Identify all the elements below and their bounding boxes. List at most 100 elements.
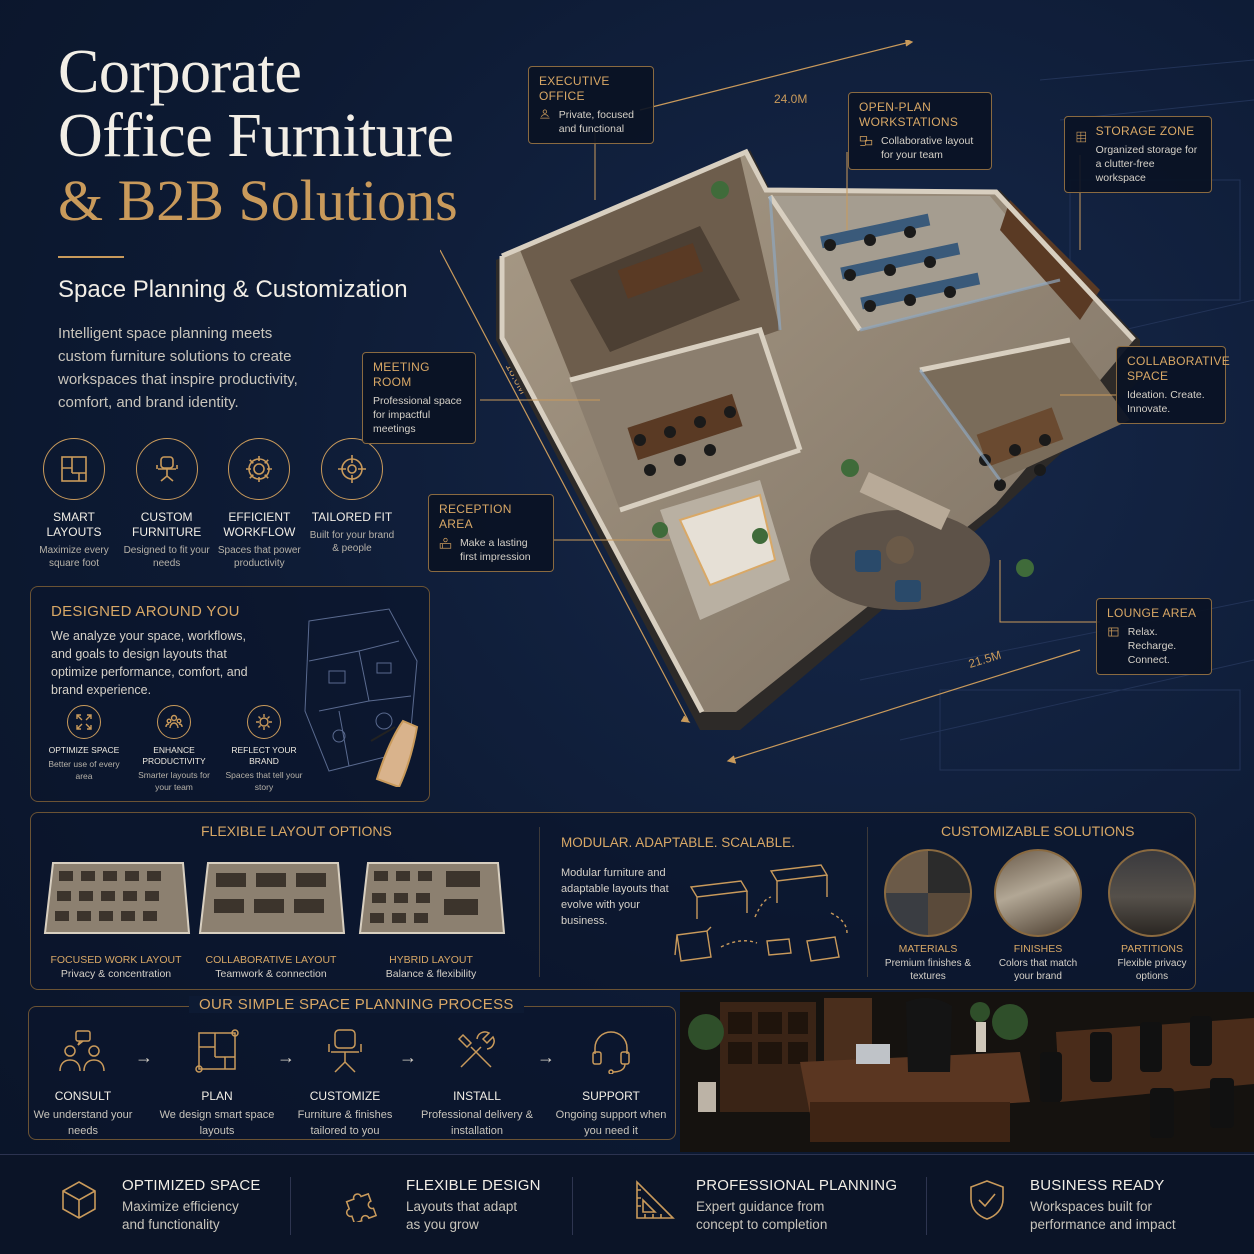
shield-check-icon [964,1177,1010,1223]
feature-title: SMART LAYOUTS [46,510,102,539]
chair-icon [285,1027,405,1075]
layout-icon [43,438,105,500]
designed-title: DESIGNED AROUND YOU [51,603,240,620]
feature-desc: Designed to fit your needs [123,545,210,569]
layout-desc: Privacy & concentration [60,968,172,980]
gear-icon [228,438,291,500]
designed-item-title: ENHANCE PRODUCTIVITY [142,745,206,766]
layout-title: FOCUSED WORK LAYOUT [50,954,182,966]
callout-desc: Ideation. Create. Innovate. [1127,389,1205,415]
page-title-line2: Office Furniture [58,102,454,170]
layout-title: HYBRID LAYOUT [389,954,473,966]
footer-item-flexible-design: FLEXIBLE DESIGN Layouts that adapt as yo… [340,1177,541,1234]
callout-desc: Private, focused and functional [558,109,635,135]
step-title: PLAN [201,1089,233,1103]
modular-title: MODULAR. ADAPTABLE. SCALABLE. [561,835,795,850]
process-panel: OUR SIMPLE SPACE PLANNING PROCESS CONSUL… [28,996,676,1140]
layout-title: COLLABORATIVE LAYOUT [205,954,337,966]
intro-text: Intelligent space planning meets custom … [58,325,298,411]
custom-item-title: FINISHES [1013,943,1063,955]
custom-finishes: FINISHES Colors that match your brand [993,849,1083,983]
footer-divider [926,1177,927,1235]
callout-desc: Relax. Recharge. Connect. [1127,626,1177,666]
callout-desc: Collaborative layout for your team [881,135,974,161]
callout-meeting-room: MEETING ROOM Professional space for impa… [362,352,476,444]
workstation-icon [859,136,873,146]
footer-title: FLEXIBLE DESIGN [406,1177,541,1194]
process-step-consult: CONSULT We understand your needs [23,1027,143,1139]
person-desk-icon [540,109,550,119]
chair-icon [135,438,198,500]
arrow-right-icon: → [399,1047,417,1067]
layouts-title: FLEXIBLE LAYOUT OPTIONS [201,823,392,839]
reception-desk-icon [439,537,452,549]
section-divider [867,827,868,977]
dimension-bottom: 21.5M [967,648,1003,671]
layouts-modular-custom-panel: FLEXIBLE LAYOUT OPTIONS FOCUSED WORK LAY… [30,812,1196,990]
callout-desc: Organized storage for a clutter-free wor… [1095,144,1198,184]
layout-desc: Teamwork & connection [215,968,327,980]
footer-divider [572,1177,573,1235]
step-title: CONSULT [54,1089,112,1103]
step-desc: Professional delivery & installation [421,1109,533,1137]
headset-icon [551,1027,671,1075]
collaborative-layout-image [198,862,346,934]
designed-item-brand: REFLECT YOUR BRAND Spaces that tell your… [225,705,303,793]
callout-title: OPEN-PLAN WORKSTATIONS [859,100,959,129]
footer-item-business-ready: BUSINESS READY Workspaces built for perf… [964,1177,1190,1234]
custom-item-desc: Flexible privacy options [1117,958,1187,982]
step-desc: We design smart space layouts [159,1109,275,1137]
custom-materials: MATERIALS Premium finishes & textures [883,849,973,983]
blueprint-icon [157,1027,277,1075]
designed-item-desc: Better use of every area [48,759,120,781]
feature-title: EFFICIENT WORKFLOW [223,510,296,539]
partitions-swatch [1108,849,1196,937]
feature-desc: Built for your brand & people [309,530,395,554]
header: Corporate Office Furniture & B2B Solutio… [58,40,518,414]
layout-card-hybrid: HYBRID LAYOUT Balance & flexibility [356,853,506,980]
footer-title: PROFESSIONAL PLANNING [696,1177,898,1194]
cube-icon [56,1177,102,1223]
callout-desc: Professional space for impactful meeting… [373,395,462,435]
callout-open-plan: OPEN-PLAN WORKSTATIONS Collaborative lay… [848,92,992,170]
page-subtitle: Space Planning & Customization [58,276,408,303]
office-floor-plan-rendering: 24.0M 18.0M 21.5M [440,40,1254,771]
blueprint-sketch-image [304,608,419,787]
puzzle-icon [340,1177,386,1223]
footer-title: BUSINESS READY [1030,1177,1165,1194]
focused-layout-image [43,862,191,934]
materials-swatch [884,849,972,937]
team-icon [157,705,191,739]
feature-row: SMART LAYOUTS Maximize every square foot… [28,438,398,570]
callout-title: EXECUTIVE OFFICE [539,74,610,103]
custom-item-desc: Premium finishes & textures [884,958,972,982]
consult-icon [23,1027,143,1075]
callout-lounge-area: LOUNGE AREA Relax. Recharge. Connect. [1096,598,1212,675]
dimension-top: 24.0M [774,92,807,106]
step-desc: Ongoing support when you need it [555,1109,667,1137]
executive-office-photo [680,992,1254,1152]
designed-item-title: OPTIMIZE SPACE [48,745,120,755]
process-step-support: SUPPORT Ongoing support when you need it [551,1027,671,1139]
brand-icon [247,705,281,739]
process-step-install: INSTALL Professional delivery & installa… [417,1027,537,1139]
designed-text: We analyze your space, workflows, and go… [51,629,248,697]
feature-desc: Maximize every square foot [39,545,109,569]
designed-item-productivity: ENHANCE PRODUCTIVITY Smarter layouts for… [135,705,213,793]
feature-title: TAILORED FIT [311,510,393,524]
process-step-customize: CUSTOMIZE Furniture & finishes tailored … [285,1027,405,1139]
step-title: INSTALL [453,1089,501,1103]
custom-partitions: PARTITIONS Flexible privacy options [1107,849,1197,983]
ruler-triangle-icon [630,1177,676,1223]
callout-reception-area: RECEPTION AREA Make a lasting first impr… [428,494,554,572]
step-title: CUSTOMIZE [309,1089,381,1103]
custom-item-title: PARTITIONS [1120,943,1184,955]
feature-title: CUSTOM FURNITURE [131,510,202,539]
callout-collaborative-space: COLLABORATIVE SPACE Ideation. Create. In… [1116,346,1230,424]
footer-title: OPTIMIZED SPACE [122,1177,261,1194]
arrow-right-icon: → [277,1047,295,1067]
footer-divider [290,1177,291,1235]
arrow-right-icon: → [135,1047,153,1067]
page-title-line3: & B2B Solutions [58,168,458,233]
callout-executive-office: EXECUTIVE OFFICE Private, focused and fu… [528,66,654,144]
